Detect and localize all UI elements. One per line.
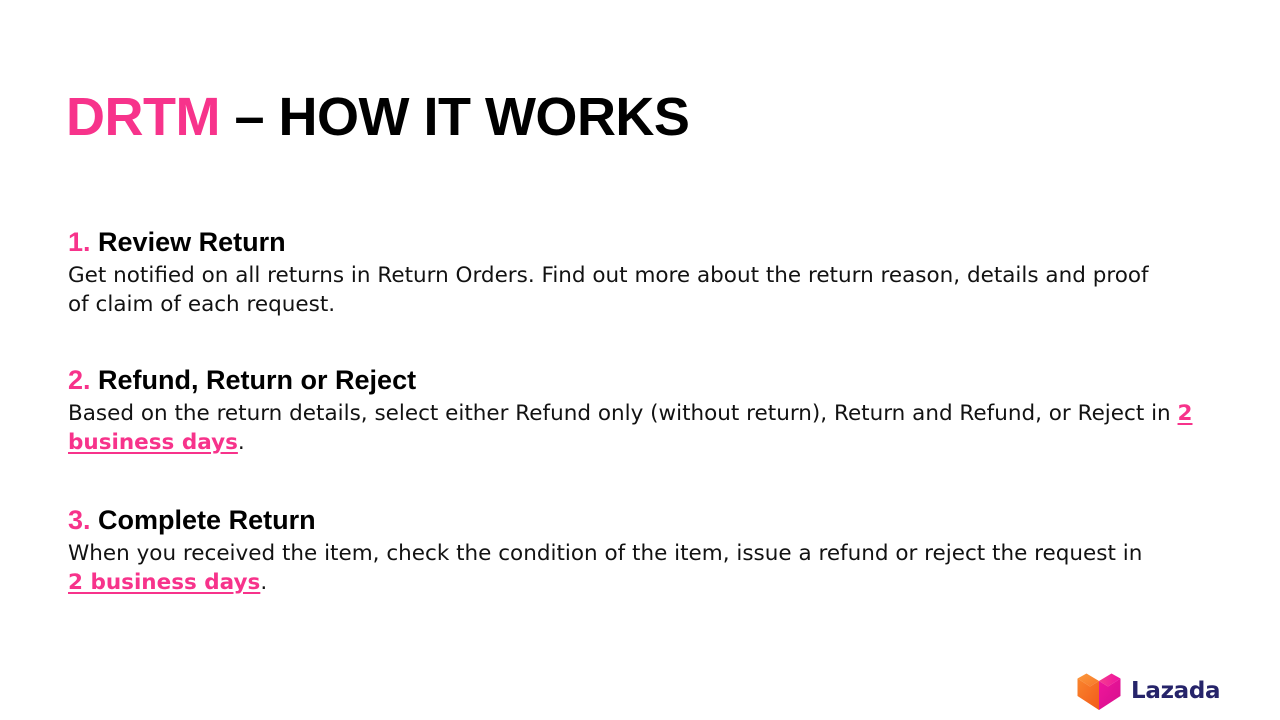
step-heading: 3. Complete Return: [68, 503, 1208, 537]
step-description: Get notified on all returns in Return Or…: [68, 261, 1168, 319]
lazada-heart-box-icon: [1077, 673, 1121, 710]
step-number: 1.: [68, 227, 91, 257]
step-description: Based on the return details, select eith…: [68, 399, 1200, 457]
step-heading: 2. Refund, Return or Reject: [68, 363, 1208, 397]
step-highlight: 2 business days: [68, 570, 261, 595]
step-highlight: 2 business days: [68, 401, 1193, 455]
step-description: When you received the item, check the co…: [68, 539, 1158, 597]
step-title: Refund, Return or Reject: [98, 365, 417, 395]
step-description-text: Based on the return details, select eith…: [68, 401, 1178, 426]
list-item: 3. Complete Return When you received the…: [68, 503, 1208, 597]
step-title: Complete Return: [98, 505, 316, 535]
step-description-text: When you received the item, check the co…: [68, 541, 1143, 566]
step-description-tail: .: [237, 430, 245, 455]
step-description-tail: .: [260, 570, 268, 595]
step-description-text: Get notified on all returns in Return Or…: [68, 263, 1149, 317]
step-heading: 1. Review Return: [68, 225, 1208, 259]
lazada-wordmark: Lazada: [1131, 677, 1221, 704]
page-title-rest: – HOW IT WORKS: [219, 87, 690, 148]
step-number: 2.: [68, 365, 91, 395]
steps-list: 1. Review Return Get notified on all ret…: [68, 225, 1208, 597]
page-title: DRTM – HOW IT WORKS: [66, 86, 690, 148]
list-item: 2. Refund, Return or Reject Based on the…: [68, 363, 1208, 457]
list-item: 1. Review Return Get notified on all ret…: [68, 225, 1208, 319]
step-number: 3.: [68, 505, 91, 535]
step-title: Review Return: [98, 227, 286, 257]
page-title-accent: DRTM: [66, 87, 220, 148]
lazada-logo: Lazada: [1076, 670, 1221, 712]
spacer: [68, 481, 1208, 503]
spacer: [68, 343, 1208, 363]
